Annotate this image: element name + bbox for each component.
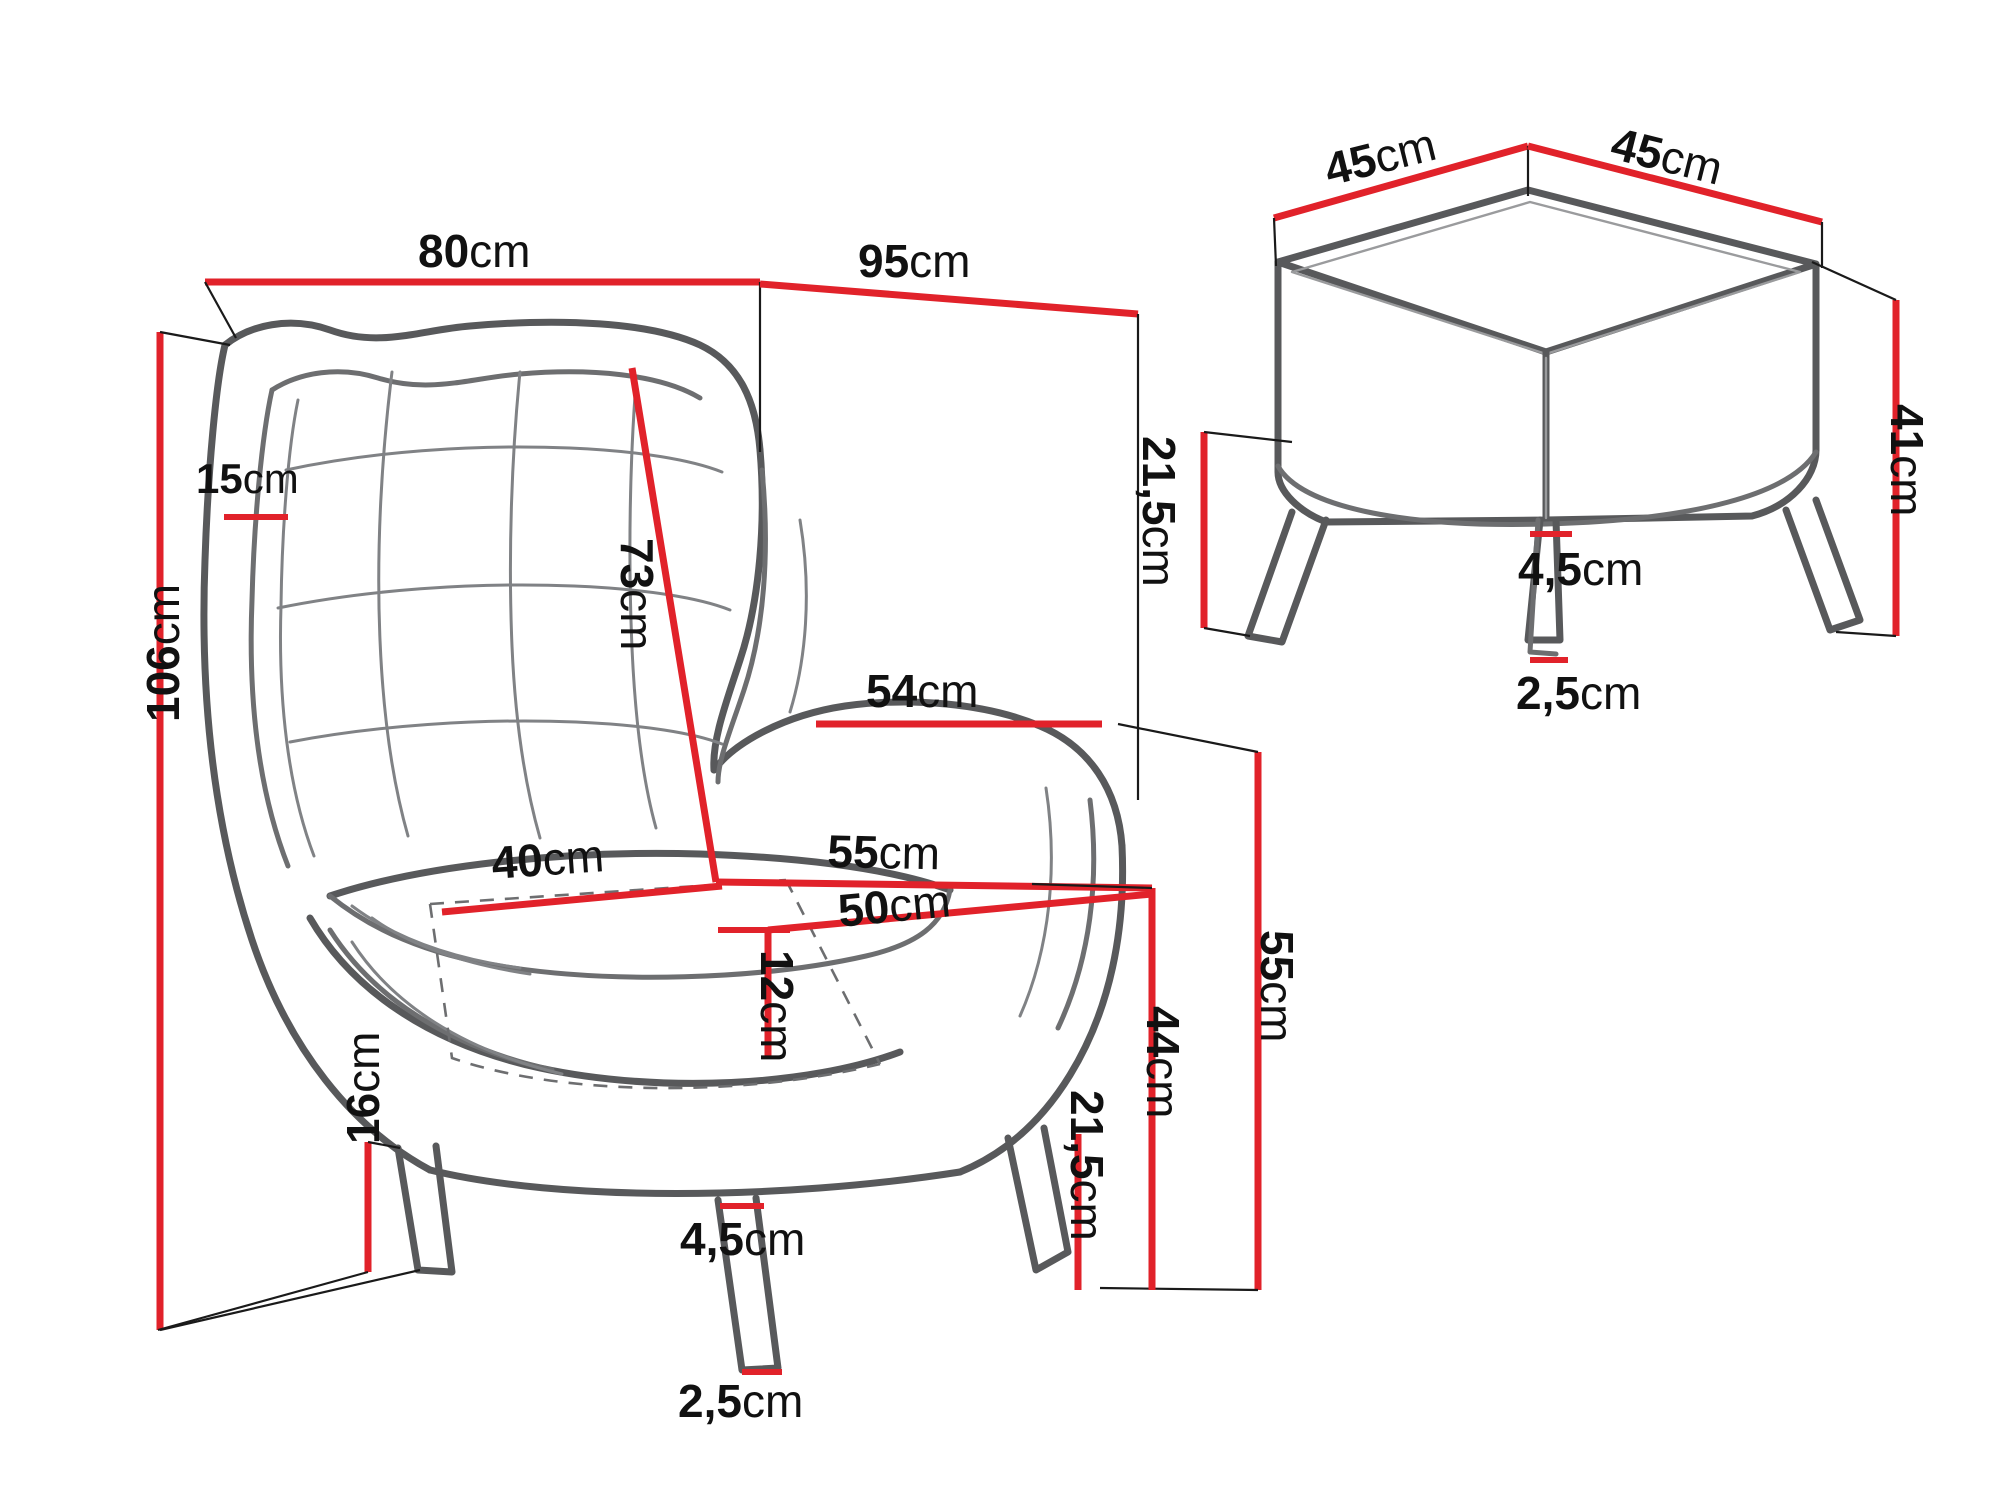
dimension-label-leg-height-left: 16cm <box>337 1031 389 1145</box>
dimension-label-ottoman-leg-top: 4,5cm <box>1518 546 1643 592</box>
dimension-unit: cm <box>1251 981 1303 1043</box>
dimension-label-wing-thickness: 15cm <box>196 458 299 500</box>
dimension-value: 4,5 <box>1518 543 1582 595</box>
dimension-label-leg-top-width: 4,5cm <box>680 1216 805 1262</box>
dimension-unit: cm <box>751 1001 803 1063</box>
armchair-illustration <box>200 318 1127 1374</box>
dimension-value: 73 <box>611 538 663 590</box>
dimension-label-arm-height: 55cm <box>1251 930 1303 1043</box>
dimension-unit: cm <box>540 829 606 886</box>
dimension-label-leg-height-right: 21,5cm <box>1061 1090 1113 1241</box>
dimension-value: 2,5 <box>678 1375 742 1427</box>
dimension-label-inner-width: 54cm <box>866 668 979 714</box>
dimension-value: 16 <box>337 1092 389 1144</box>
dimension-label-leg-foot-width: 2,5cm <box>678 1378 803 1424</box>
dimension-unit: cm <box>137 583 189 646</box>
dimension-value: 55 <box>826 825 880 879</box>
dimension-label-backrest-height: 73cm <box>611 538 663 651</box>
dimension-value: 106 <box>137 645 189 722</box>
dimension-value: 95 <box>858 235 910 287</box>
dimension-label-seat-front-width: 40cm <box>489 829 606 889</box>
dimension-unit: cm <box>242 455 299 502</box>
dimension-value: 21,5 <box>1061 1090 1113 1180</box>
dimension-unit: cm <box>1581 543 1644 595</box>
dimension-value: 12 <box>751 950 803 1002</box>
dimension-label-seat-inner-depth: 50cm <box>835 874 953 937</box>
dimension-unit: cm <box>469 225 531 277</box>
dimension-value: 54 <box>866 665 918 717</box>
dimension-value: 40 <box>489 833 545 889</box>
dimension-unit: cm <box>1137 1057 1189 1119</box>
dimension-unit: cm <box>611 589 663 651</box>
dimension-unit: cm <box>917 665 979 717</box>
dimension-value: 2,5 <box>1516 667 1580 719</box>
dimension-unit: cm <box>1579 667 1642 719</box>
dimension-label-cushion-height: 12cm <box>751 950 803 1063</box>
dimension-value: 4,5 <box>680 1213 744 1265</box>
dimension-value: 41 <box>1881 404 1933 456</box>
dimension-value: 80 <box>418 225 470 277</box>
dimension-value: 44 <box>1137 1006 1189 1058</box>
ottoman-dimension-lines <box>1200 142 1900 663</box>
dimension-label-total-height: 106cm <box>137 583 189 722</box>
dimension-label-ottoman-leg-foot: 2,5cm <box>1516 670 1641 716</box>
dimension-value: 55 <box>1251 930 1303 982</box>
dimension-value: 50 <box>835 880 892 937</box>
dimension-unit: cm <box>337 1031 389 1093</box>
dimension-label-depth-top: 95cm <box>858 238 971 284</box>
dimension-unit: cm <box>743 1213 806 1265</box>
dimension-unit: cm <box>1061 1179 1113 1241</box>
dimension-unit: cm <box>1133 525 1185 587</box>
armchair-dimension-lines <box>156 278 1262 1375</box>
dimension-label-seat-height: 44cm <box>1137 1006 1189 1119</box>
dimension-unit: cm <box>909 235 971 287</box>
dimension-unit: cm <box>878 826 941 880</box>
dimension-unit: cm <box>1881 455 1933 517</box>
dimension-value: 21,5 <box>1133 436 1185 526</box>
dimension-label-seat-depth: 55cm <box>826 825 941 880</box>
dimension-unit: cm <box>886 874 953 932</box>
dimension-label-ottoman-height: 41cm <box>1881 404 1933 517</box>
dimension-label-width-top: 80cm <box>418 228 531 274</box>
dimension-unit: cm <box>741 1375 804 1427</box>
dimension-value: 15 <box>196 455 243 502</box>
dimension-label-ottoman-leg-height: 21,5cm <box>1133 436 1185 587</box>
